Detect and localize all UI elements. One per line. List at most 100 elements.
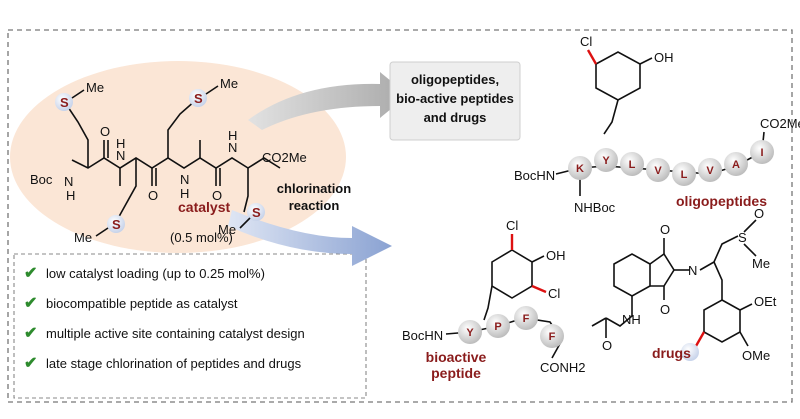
bioactive-label-1: bioactive — [426, 349, 487, 365]
bioactive-residue-label: Y — [466, 327, 474, 339]
oligo-n-cap: BocHN — [514, 168, 555, 183]
oxygen-label: O — [100, 124, 110, 139]
hydroxyl-label: OH — [654, 50, 674, 65]
nitrogen-label: N — [180, 172, 189, 187]
catalyst-structure: S S S S Me Me Me Me Boc N H O N H O N H … — [30, 76, 307, 245]
bullet-text: biocompatible peptide as catalyst — [46, 296, 238, 311]
methyl-label: Me — [218, 222, 236, 237]
box-line-3: and drugs — [424, 110, 487, 125]
chlorine-label: Cl — [580, 34, 592, 49]
bioactive-residue-label: F — [549, 331, 556, 343]
sulfur-bead — [189, 89, 207, 107]
oligo-residue-label: L — [681, 169, 688, 181]
bioactive-bead — [458, 320, 482, 344]
drug-amide-oxygen: O — [602, 338, 612, 353]
sulfur-atom: S — [60, 95, 69, 110]
upper-arrow — [248, 72, 408, 130]
oligo-residue-label: V — [654, 165, 662, 177]
bioactive-residue-label: F — [523, 313, 530, 325]
hydrogen-label: H — [180, 186, 189, 201]
oxygen-label: O — [212, 188, 222, 203]
chlorine-label: Cl — [548, 286, 560, 301]
bio-n-cap: BocHN — [402, 328, 443, 343]
drug-sulfur: S — [738, 230, 747, 245]
arrow-label-1: chlorination — [277, 181, 351, 196]
bullet-text: low catalyst loading (up to 0.25 mol%) — [46, 266, 265, 281]
oligo-bead — [594, 148, 618, 172]
bioactive-residue-label: P — [494, 321, 501, 333]
check-icon: ✔ — [24, 265, 37, 282]
oligo-residue-label: K — [576, 163, 584, 175]
oligo-bead — [672, 162, 696, 186]
nitrogen-label: N — [228, 140, 237, 155]
methyl-label: Me — [74, 230, 92, 245]
bullet-text: multiple active site containing catalyst… — [46, 326, 305, 341]
bullet-list: ✔ low catalyst loading (up to 0.25 mol%) ✔… — [24, 265, 305, 372]
drug-cl-bead — [681, 343, 699, 361]
oligo-residue-label: L — [629, 159, 636, 171]
oligo-ester: CO2Me — [760, 116, 800, 131]
methyl-label: Me — [86, 80, 104, 95]
oligo-bead — [620, 152, 644, 176]
oligo-side-chain: NHBoc — [574, 200, 616, 215]
bullet-dashed-box — [13, 253, 367, 399]
bullet-text: late stage chlorination of peptides and … — [46, 356, 302, 371]
catalyst-oval — [10, 61, 346, 253]
check-icon: ✔ — [24, 295, 37, 312]
box-line-2: bio-active peptides — [396, 91, 514, 106]
drug-oxygen: O — [660, 302, 670, 317]
arrow-label-2: reaction — [289, 198, 340, 213]
nitrogen-label: N — [64, 174, 73, 189]
lower-arrow — [228, 210, 392, 266]
bioactive-bead — [540, 324, 564, 348]
target-box — [389, 61, 521, 141]
oligo-bead — [698, 158, 722, 182]
oligo-residue-label: Y — [602, 155, 610, 167]
drug-ethoxy: OEt — [754, 294, 777, 309]
drug-methyl: Me — [752, 256, 770, 271]
drug-structure — [591, 219, 757, 347]
oligopeptide-label: oligopeptides — [676, 193, 767, 209]
oligo-bead — [568, 156, 592, 180]
oxygen-label: O — [148, 188, 158, 203]
sulfur-atom: S — [194, 91, 203, 106]
bio-c-cap: CONH2 — [540, 360, 586, 375]
hydroxyl-label: OH — [546, 248, 566, 263]
oligo-residue-label: I — [760, 147, 763, 159]
drugs-label: drugs — [652, 345, 691, 361]
drug-amide-nh: NH — [622, 312, 641, 327]
outer-dashed-frame — [7, 29, 793, 403]
sulfur-bead — [55, 93, 73, 111]
drug-sulfonyl-oxygen: O — [754, 206, 764, 221]
nitrogen-label: N — [116, 148, 125, 163]
bioactive-label-2: peptide — [431, 365, 481, 381]
drug-methoxy: OMe — [742, 348, 770, 363]
sulfur-bead — [247, 203, 265, 221]
bioactive-bead — [514, 306, 538, 330]
boc-label: Boc — [30, 172, 53, 187]
oligo-bead — [750, 140, 774, 164]
methyl-label: Me — [220, 76, 238, 91]
check-icon: ✔ — [24, 355, 37, 372]
drug-oxygen: O — [660, 222, 670, 237]
oligo-bead — [724, 152, 748, 176]
hydrogen-label: H — [228, 128, 237, 143]
drug-nitrogen: N — [688, 263, 697, 278]
hydrogen-label: H — [66, 188, 75, 203]
sulfur-atom: S — [112, 217, 121, 232]
bioactive-beads: Y P F F — [458, 306, 564, 348]
oligo-bead — [646, 158, 670, 182]
catalyst-loading: (0.5 mol%) — [170, 230, 233, 245]
ester-label: CO2Me — [262, 150, 307, 165]
sulfur-bead — [107, 215, 125, 233]
bioactive-bead — [486, 314, 510, 338]
sulfur-atom: S — [252, 205, 261, 220]
oligo-residue-label: A — [732, 159, 740, 171]
catalyst-name: catalyst — [178, 199, 230, 215]
box-line-1: oligopeptides, — [411, 72, 499, 87]
hydrogen-label: H — [116, 136, 125, 151]
chlorine-label: Cl — [506, 218, 518, 233]
